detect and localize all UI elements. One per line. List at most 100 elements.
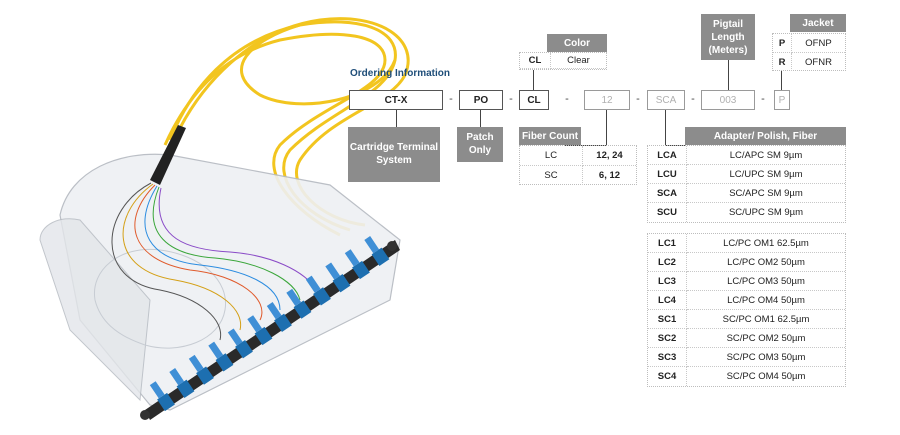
jacket-table: P OFNP R OFNR — [772, 33, 846, 71]
adapter-desc: SC/PC OM4 50µm — [726, 371, 806, 382]
blue-connector — [169, 368, 185, 386]
part-box-jacket: P — [774, 90, 790, 110]
color-desc: Clear — [551, 53, 606, 69]
blue-connector — [149, 381, 165, 399]
adapter-code: LC2 — [648, 253, 687, 272]
fiber-count-header: Fiber Count — [519, 127, 581, 145]
adapter-code: SCA — [648, 184, 687, 203]
adapter-desc: LC/PC OM4 50µm — [687, 291, 845, 310]
adapter-desc: LC/PC OM1 62.5µm — [687, 234, 845, 253]
blue-connector — [188, 354, 204, 373]
adapter-code: SCU — [648, 203, 687, 222]
fiber-count-code: LC — [520, 146, 583, 166]
adapter-desc: LC/PC OM3 50µm — [687, 272, 845, 291]
adapter-desc: SC/PC OM3 50µm — [687, 348, 845, 367]
blue-adapter — [254, 326, 273, 346]
adapter-code: LCU — [648, 165, 687, 184]
part-box-adapter: SCA — [647, 90, 685, 110]
blue-adapter — [196, 366, 214, 385]
adapter-desc: SC/APC SM 9µm — [687, 184, 845, 203]
patch-callout: Patch Only — [457, 127, 503, 162]
blue-connector — [344, 249, 360, 267]
adapter-row: SCU SC/UPC SM 9µm — [648, 203, 845, 222]
blue-adapter — [157, 392, 175, 412]
screw-icon — [140, 410, 150, 420]
adapter-code: LC3 — [648, 272, 687, 291]
connector-line — [781, 70, 782, 90]
adapter-desc: LC/UPC SM 9µm — [687, 165, 845, 184]
separator-dash: - — [636, 93, 640, 105]
part-box-length: 003 — [701, 90, 755, 110]
adapter-code: LCA — [648, 146, 687, 165]
blue-adapter — [274, 313, 292, 332]
adapter-code: LC4 — [648, 291, 687, 310]
connector-line — [480, 110, 481, 127]
blue-adapter — [293, 300, 312, 319]
adapter-row: SC4 SC/PC OM4 50µm — [648, 367, 845, 386]
blue-adapter — [352, 260, 370, 280]
separator-dash: - — [761, 93, 765, 105]
blue-adapter — [235, 340, 253, 359]
blue-adapter — [313, 287, 331, 306]
color-table: CL Clear — [519, 52, 607, 70]
part-box-patch: PO — [459, 90, 503, 110]
part-box-fiber-count: 12 — [584, 90, 630, 110]
separator-dash: - — [565, 93, 569, 105]
cable-boot — [150, 125, 186, 185]
jacket-desc: OFNR — [805, 56, 832, 68]
blue-adapter — [176, 379, 195, 398]
screw-icon — [387, 241, 397, 251]
pigtail-header: Pigtail Length (Meters) — [701, 14, 755, 60]
adapter-desc: SC/UPC SM 9µm — [728, 207, 804, 218]
color-code: CL — [520, 53, 551, 69]
blue-connector — [325, 262, 341, 280]
adapter-desc: SC/PC OM1 62.5µm — [687, 310, 845, 329]
fiber-count-values: 6, 12 — [598, 170, 621, 181]
jacket-header: Jacket — [790, 14, 846, 32]
blue-adapter — [332, 274, 351, 293]
jacket-code: P — [773, 34, 792, 53]
color-header: Color — [547, 34, 607, 52]
blue-adapter — [371, 247, 390, 266]
blue-connector — [208, 341, 224, 359]
fiber-strands — [111, 182, 319, 341]
adapter-code: LC1 — [648, 234, 687, 253]
fiber-count-code: SC — [520, 166, 583, 185]
connector-line — [606, 110, 607, 145]
part-box-series: CT-X — [349, 90, 443, 110]
separator-dash: - — [449, 93, 453, 105]
separator-dash: - — [509, 93, 513, 105]
blue-connector — [305, 275, 321, 293]
blue-adapter — [215, 353, 234, 372]
connector-line — [533, 70, 534, 90]
blue-connector — [247, 315, 263, 333]
adapter-header: Adapter/ Polish, Fiber — [685, 127, 846, 145]
adapter-code: SC1 — [648, 310, 687, 329]
adapter-desc: LC/APC SM 9µm — [687, 146, 845, 165]
connector-line — [396, 110, 397, 127]
adapter-desc: SC/PC OM2 50µm — [687, 329, 845, 348]
blue-connector — [266, 302, 282, 320]
cartridge-callout: Cartridge Terminal System — [348, 127, 440, 182]
connector-line — [728, 60, 729, 90]
adapter-code: SC3 — [648, 348, 687, 367]
separator-dash: - — [691, 93, 695, 105]
adapter-code: SC4 — [648, 367, 687, 386]
part-box-color: CL — [519, 90, 549, 110]
adapter-row — [149, 236, 390, 412]
blue-connector — [286, 288, 302, 307]
fiber-count-table: LC 12, 24 SC 6, 12 — [519, 145, 637, 185]
blue-connector — [364, 236, 380, 254]
adapter-desc: LC/PC OM2 50µm — [687, 253, 845, 272]
fiber-cartridge-photo — [39, 17, 410, 420]
